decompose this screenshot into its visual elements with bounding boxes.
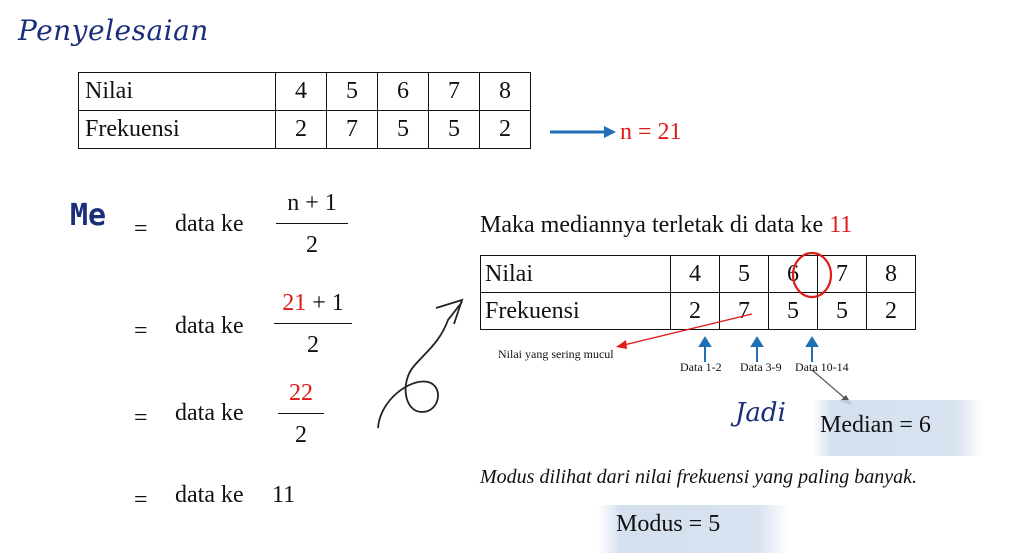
table-cell: 2 — [479, 110, 531, 149]
median-result: Median = 6 — [820, 412, 931, 438]
fraction-bar — [274, 323, 352, 324]
table-cell: 5 — [326, 72, 378, 111]
numerator: n + 1 — [287, 190, 337, 216]
median-symbol: Me — [70, 198, 107, 233]
data-range-label: Data 3-9 — [740, 360, 782, 374]
arrow-head-icon — [616, 340, 627, 349]
table-cell: 5 — [428, 110, 480, 149]
median-position-statement: Maka mediannya terletak di data ke 11 — [480, 212, 853, 238]
equals-sign: = — [134, 318, 148, 344]
row-label: Frekuensi — [78, 110, 276, 149]
table-row: Frekuensi 2 7 5 5 2 — [78, 110, 531, 149]
circle-highlight-icon — [791, 251, 833, 299]
fraction-step-1: n + 1 2 — [276, 190, 348, 259]
table-cell: 4 — [670, 255, 720, 293]
data-ke-label: data ke — [175, 482, 244, 508]
equals-sign: = — [134, 216, 148, 242]
table-cell: 5 — [768, 292, 818, 330]
arrow-right-icon — [550, 126, 616, 138]
row-label: Nilai — [78, 72, 276, 111]
data-range-label: Data 10-14 — [795, 360, 849, 374]
table-annotations — [616, 251, 852, 405]
frequency-table-2: Nilai 4 5 6 7 8 Frekuensi 2 7 5 5 2 — [480, 255, 916, 330]
table-cell: 2 — [866, 292, 916, 330]
fraction-bar — [276, 223, 348, 224]
mode-result: Modus = 5 — [616, 511, 721, 537]
data-ke-label: data ke — [175, 313, 244, 339]
table-row: Nilai 4 5 6 7 8 — [78, 72, 531, 111]
table-cell: 2 — [275, 110, 327, 149]
n-total: n = 21 — [620, 119, 682, 145]
table-cell: 5 — [377, 110, 429, 149]
pointer-line — [623, 313, 753, 346]
denominator: 2 — [307, 332, 319, 358]
median-position: 11 — [272, 482, 296, 508]
table-row: Frekuensi 2 7 5 5 2 — [480, 292, 916, 330]
row-label: Nilai — [480, 255, 671, 293]
conclusion-label: Jadi — [735, 398, 786, 428]
denominator: 2 — [295, 422, 307, 448]
table-cell: 7 — [719, 292, 769, 330]
data-ke-label: data ke — [175, 211, 244, 237]
page-title: Penyelesaian — [18, 14, 209, 47]
highlight-wash — [812, 400, 982, 456]
table-cell: 8 — [866, 255, 916, 293]
table-cell: 7 — [326, 110, 378, 149]
frequency-table-1: Nilai 4 5 6 7 8 Frekuensi 2 7 5 5 2 — [78, 72, 531, 149]
numerator: 22 — [289, 380, 313, 406]
table-cell: 7 — [817, 255, 867, 293]
numerator: 21 + 1 — [282, 290, 344, 316]
fraction-step-3: 22 2 — [278, 380, 324, 449]
table-cell: 8 — [479, 72, 531, 111]
table-row: Nilai 4 5 6 7 8 — [480, 255, 916, 293]
mode-explanation: Modus dilihat dari nilai frekuensi yang … — [480, 466, 917, 488]
table-cell: 2 — [670, 292, 720, 330]
table-cell: 7 — [428, 72, 480, 111]
equals-sign: = — [134, 405, 148, 431]
fraction-step-2: 21 + 1 2 — [274, 290, 352, 359]
pointer-line — [811, 369, 848, 401]
fraction-bar — [278, 413, 324, 414]
most-frequent-note: Nilai yang sering mucul — [498, 347, 614, 361]
denominator: 2 — [306, 232, 318, 258]
data-ke-label: data ke — [175, 400, 244, 426]
highlight-wash — [598, 505, 788, 553]
table-cell: 6 — [377, 72, 429, 111]
curly-arrow-icon — [377, 298, 464, 429]
table-cell: 4 — [275, 72, 327, 111]
data-range-label: Data 1-2 — [680, 360, 722, 374]
equals-sign: = — [134, 487, 148, 513]
